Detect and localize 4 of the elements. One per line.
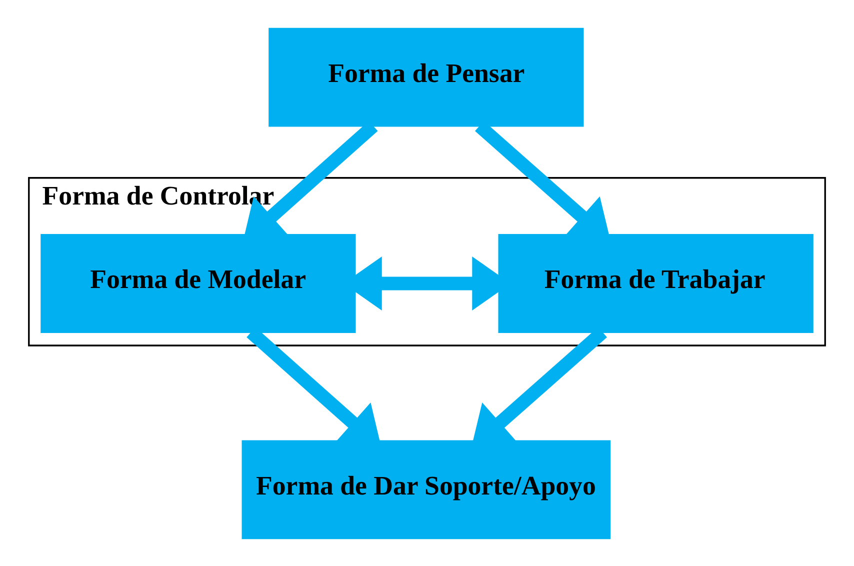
node-box: Forma de Modelar — [40, 234, 356, 332]
node-box: Forma de Dar Soporte/Apoyo — [242, 440, 611, 539]
node-box: Forma de Trabajar — [498, 234, 814, 332]
node-box: Forma de Pensar — [268, 27, 584, 126]
